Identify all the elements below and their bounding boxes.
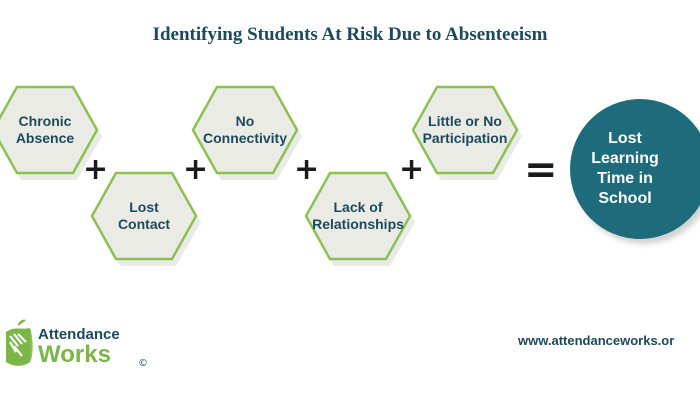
factor-label: No Connectivity	[202, 113, 287, 146]
factor-hexagon-lost-contact: Lost Contact	[89, 170, 201, 266]
logo-text-attendance: Attendance	[38, 326, 120, 343]
factor-label: Lack of Relationships	[312, 199, 404, 232]
factor-label: Chronic Absence	[15, 113, 75, 146]
factor-hexagon-lack-of-relationships: Lack of Relationships	[303, 170, 415, 266]
logo-text-works: Works	[38, 341, 111, 368]
factor-label: Little or No Participation	[422, 113, 508, 146]
hexagon-shape	[304, 171, 415, 266]
hexagon-shape	[191, 85, 302, 180]
plus-sign: +	[183, 152, 209, 187]
result-label: Lost Learning Time in School	[591, 130, 659, 207]
factor-label: Lost Contact	[117, 199, 171, 232]
hexagon-shape	[0, 85, 102, 180]
apple-icon	[6, 319, 33, 366]
factor-hexagon-no-connectivity: No Connectivity	[190, 84, 302, 180]
hexagon-shape	[90, 171, 201, 266]
plus-sign: +	[399, 152, 425, 187]
plus-sign: +	[294, 152, 320, 187]
factor-hexagon-chronic-absence: Chronic Absence	[0, 84, 102, 180]
factor-hexagon-little-or-no-participation: Little or No Participation	[410, 84, 522, 180]
copyright-symbol: ©	[138, 358, 148, 369]
attendance-works-logo: Attendance Works ©	[0, 318, 170, 374]
website-url[interactable]: www.attendanceworks.or	[518, 333, 675, 348]
diagram-title: Identifying Students At Risk Due to Abse…	[152, 24, 548, 45]
hexagon-shape	[411, 85, 522, 180]
plus-sign: +	[83, 152, 109, 187]
equals-sign: =	[524, 147, 558, 193]
result-circle: Lost Learning Time in School	[570, 99, 700, 239]
